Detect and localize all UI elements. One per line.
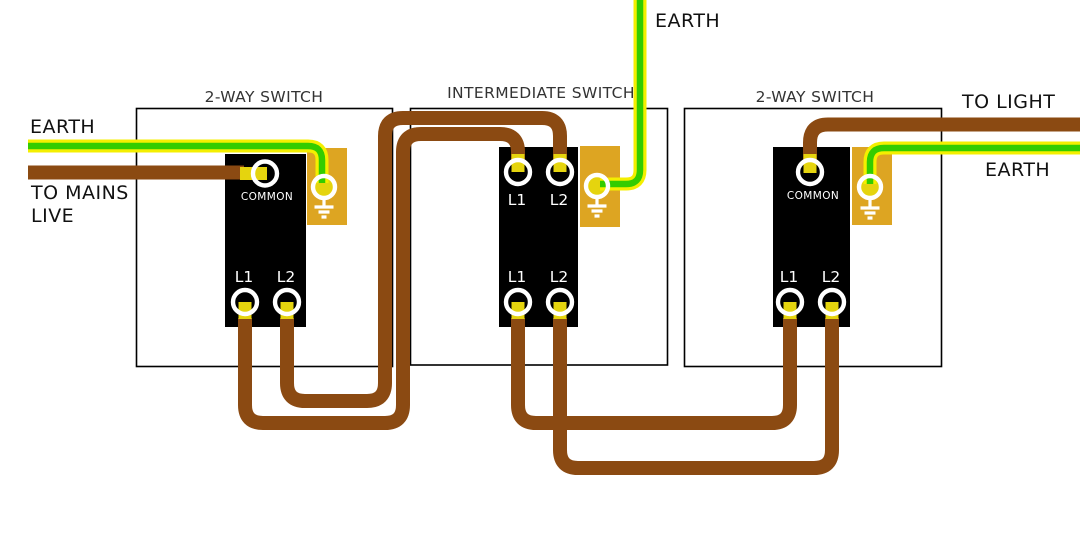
intermediate-top-l2-label: L2 [550, 191, 569, 209]
right-l1-stub [783, 302, 797, 319]
left-l2-stub [280, 302, 294, 319]
intermediate-bottom-l2-stub [553, 302, 567, 319]
earth-right-label: EARTH [985, 159, 1050, 181]
earth-ground-icon [314, 197, 334, 219]
to-light-wire [803, 117, 1080, 162]
to-mains-label-line2: LIVE [31, 205, 74, 227]
intermediate-top-l1-label: L1 [508, 191, 527, 209]
earth-wire-top-core [600, 0, 644, 188]
left-l1-stub [238, 302, 252, 319]
right-common-terminal-ring [795, 157, 825, 187]
intermediate-bottom-l2-label: L2 [550, 268, 569, 286]
right-common-label: COMMON [787, 190, 839, 202]
right-l2-label: L2 [822, 268, 841, 286]
right-l1-terminal-ring [775, 287, 805, 317]
intermediate-top-l1-terminal-ring [503, 157, 533, 187]
left-l2-terminal-ring [272, 287, 302, 317]
link-wire-l1 [511, 318, 797, 430]
intermediate-top-l2-terminal-ring [545, 157, 575, 187]
right-l2-stub [825, 302, 839, 319]
right-l1-label: L1 [780, 268, 799, 286]
right-common-stub [803, 154, 817, 173]
earth-wire-left-core [28, 142, 326, 183]
to-light-label: TO LIGHT [961, 91, 1055, 113]
right-switch-body [773, 147, 850, 327]
intermediate-bottom-l1-terminal-ring [503, 287, 533, 317]
left-l1-terminal-ring [230, 287, 260, 317]
left-l2-label: L2 [277, 268, 296, 286]
intermediate-switch-title: INTERMEDIATE SWITCH [447, 84, 635, 102]
to-mains-label-line1: TO MAINS [30, 182, 129, 204]
earth-top-label: EARTH [655, 10, 720, 32]
left-common-label: COMMON [241, 191, 293, 203]
earth-left-label: EARTH [30, 116, 95, 138]
left-switch-body [225, 154, 306, 327]
earth-ground-icon [587, 196, 607, 218]
left-switch-title: 2-WAY SWITCH [205, 88, 324, 106]
right-l2-terminal-ring [817, 287, 847, 317]
strapper-wire-l1 [238, 127, 525, 430]
link-wire-l2 [553, 318, 839, 475]
earth-ground-icon [860, 198, 880, 220]
intermediate-bottom-l1-label: L1 [508, 268, 527, 286]
strapper-wire-l2 [280, 111, 567, 408]
earth-wire-right-core [866, 144, 1080, 184]
intermediate-bottom-l2-terminal-ring [545, 287, 575, 317]
intermediate-switch-body [499, 147, 578, 327]
left-common-terminal-ring [250, 159, 280, 188]
left-l1-label: L1 [235, 268, 254, 286]
intermediate-bottom-l1-stub [511, 302, 525, 319]
right-switch-title: 2-WAY SWITCH [756, 88, 875, 106]
